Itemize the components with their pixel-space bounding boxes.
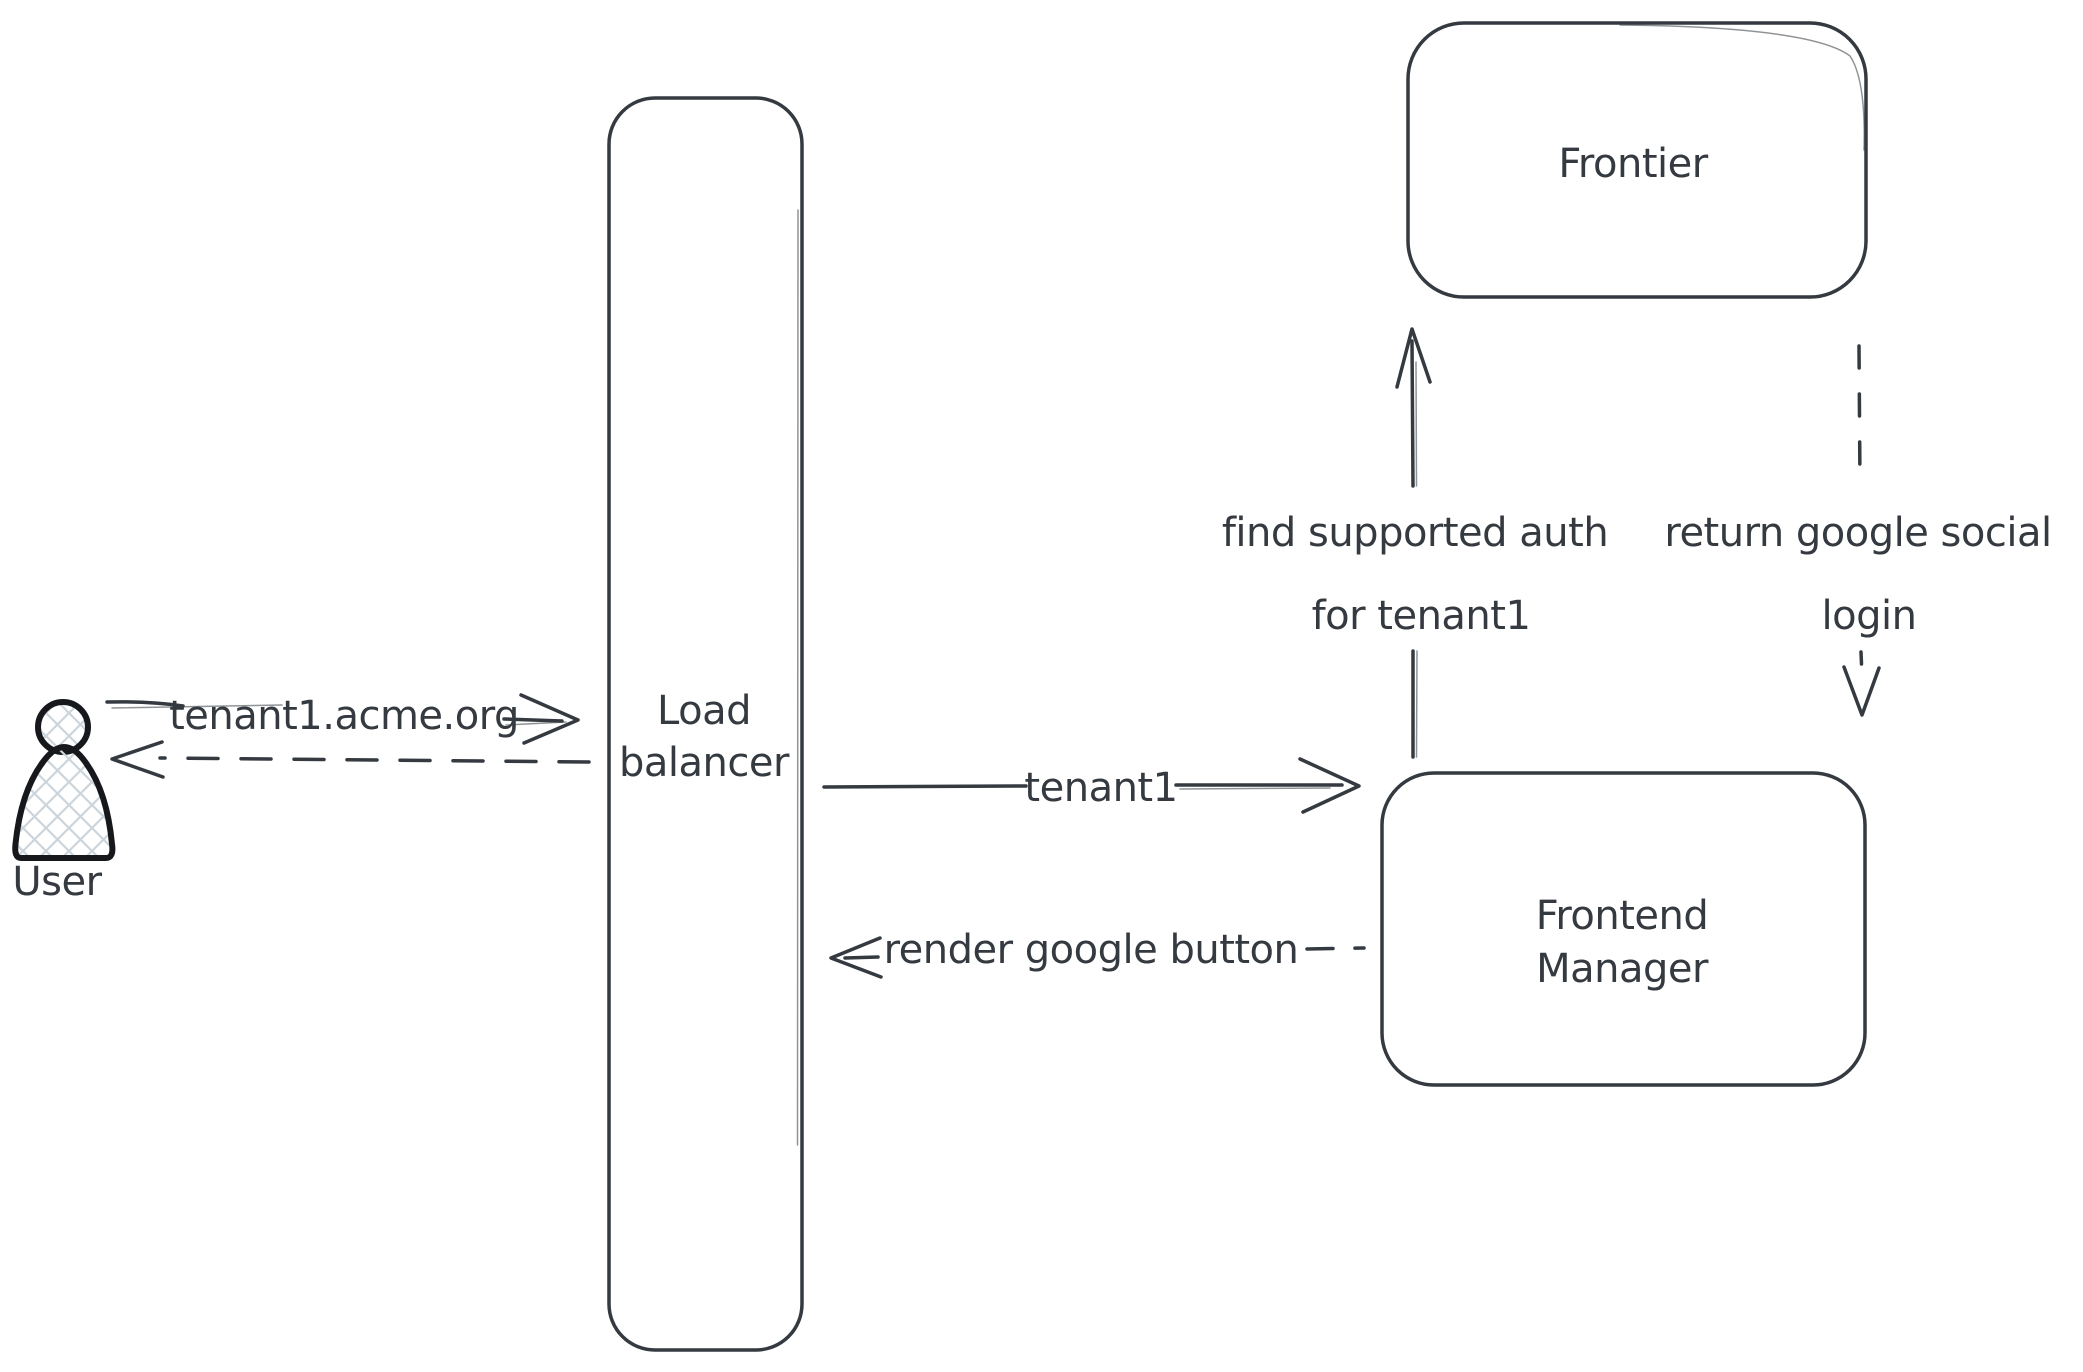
edge-fm-auth-overdraw-top <box>1415 361 1418 487</box>
edge-lb-forward-arrowhead <box>1298 757 1361 814</box>
edge-user-request-label[interactable]: tenant1.acme.org <box>169 693 519 739</box>
user-label[interactable]: User <box>12 859 103 905</box>
edge-fm-render-arrowhead <box>829 936 883 979</box>
load-balancer-node[interactable]: Load balancer <box>607 96 804 1352</box>
edge-fm-auth-label-line1[interactable]: find supported auth <box>1222 510 1609 556</box>
edge-frontier-response-label-line1[interactable]: return google social <box>1664 510 2052 556</box>
edge-frontier-response-shaft-top <box>1857 344 1862 489</box>
load-balancer-box[interactable] <box>607 96 804 1352</box>
edge-fm-render-shaft-left <box>843 955 880 960</box>
edge-user-request-arrowhead <box>519 693 580 745</box>
user-actor-node[interactable]: User <box>12 699 116 905</box>
edge-lb-forward[interactable]: tenant1 <box>822 757 1361 814</box>
frontier-label[interactable]: Frontier <box>1558 141 1709 187</box>
edge-frontier-response-arrowhead <box>1842 665 1881 717</box>
edge-lb-response-arrowhead <box>110 740 165 779</box>
edge-fm-auth-label-line2[interactable]: for tenant1 <box>1312 593 1531 639</box>
edge-fm-render-label[interactable]: render google button <box>884 927 1299 973</box>
frontend-manager-box[interactable] <box>1380 771 1867 1087</box>
user-body <box>12 744 116 861</box>
frontier-box[interactable] <box>1406 21 1868 299</box>
frontend-manager-label-line2[interactable]: Manager <box>1536 946 1709 992</box>
edge-fm-render[interactable]: render google button <box>829 927 1366 979</box>
edge-lb-forward-shaft-left <box>822 784 1028 789</box>
edge-fm-auth-arrowhead <box>1395 327 1432 389</box>
frontier-overdraw <box>1619 24 1865 151</box>
frontend-manager-label-line1[interactable]: Frontend <box>1536 893 1709 939</box>
load-balancer-overdraw <box>796 209 799 1146</box>
edge-fm-auth-query[interactable]: find supported auth for tenant1 <box>1222 327 1609 759</box>
edge-lb-response[interactable] <box>110 740 591 779</box>
edge-frontier-response[interactable]: return google social login <box>1664 344 2052 717</box>
edge-user-request-overdraw2 <box>505 721 567 726</box>
edge-frontier-response-shaft-bottom <box>1859 650 1864 666</box>
user-actor-shape <box>12 699 116 861</box>
edge-lb-response-shaft <box>158 756 591 764</box>
edge-frontier-response-label-line2[interactable]: login <box>1822 593 1917 639</box>
diagram-root: User Load balancer Frontier Frontend Man… <box>12 21 2052 1352</box>
edge-fm-auth-shaft-top <box>1410 339 1415 488</box>
edge-user-request-shaft-left <box>105 700 185 708</box>
edge-user-request-shaft-right <box>502 717 564 723</box>
edge-fm-auth-overdraw-bottom <box>1415 650 1418 758</box>
edge-lb-forward-overdraw <box>1179 787 1331 790</box>
load-balancer-label-line1[interactable]: Load <box>657 688 751 734</box>
load-balancer-label-line2[interactable]: balancer <box>619 740 790 786</box>
edge-fm-render-shaft-right <box>1305 946 1366 951</box>
edge-lb-forward-label[interactable]: tenant1 <box>1024 765 1178 811</box>
edge-user-request-overdraw <box>111 704 283 709</box>
edge-user-request[interactable]: tenant1.acme.org <box>105 693 580 745</box>
frontier-node[interactable]: Frontier <box>1406 21 1868 299</box>
frontend-manager-node[interactable]: Frontend Manager <box>1380 771 1867 1087</box>
